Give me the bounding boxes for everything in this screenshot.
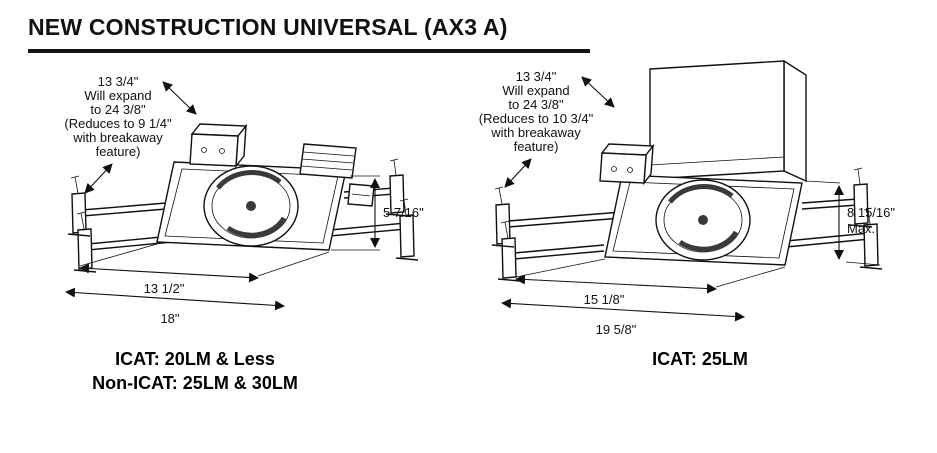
left-aperture <box>203 165 299 247</box>
right-note-line-3: to 24 3/8" <box>508 97 564 112</box>
left-expansion-arrow-lower <box>84 163 113 194</box>
left-note-line-2: Will expand <box>84 88 151 103</box>
left-note-line-1: 13 3/4" <box>98 74 139 89</box>
left-caption-line-1: ICAT: 20LM & Less <box>115 349 275 369</box>
right-note-line-2: Will expand <box>502 83 569 98</box>
right-height-dim-note: Max. <box>847 221 875 236</box>
left-height-dimension: 5 7/16" <box>331 175 424 251</box>
right-hanger-bars <box>507 198 871 260</box>
right-note-line-6: feature) <box>514 139 559 154</box>
left-note-line-6: feature) <box>96 144 141 159</box>
right-mounting-brackets <box>491 167 883 282</box>
right-note-line-1: 13 3/4" <box>516 69 557 84</box>
right-fixture-drawing: 13 3/4" Will expand to 24 3/8" (Reduces … <box>479 59 895 337</box>
right-outer-width-dimension: 19 5/8" <box>501 298 745 337</box>
right-caption: ICAT: 25LM <box>565 348 835 372</box>
left-note-line-3: to 24 3/8" <box>90 102 146 117</box>
left-fixture-drawing: 13 3/4" Will expand to 24 3/8" (Reduces … <box>64 74 424 326</box>
left-note-line-4: (Reduces to 9 1/4" <box>64 116 172 131</box>
left-note-line-5: with breakaway <box>72 130 163 145</box>
title-underline <box>28 49 590 53</box>
left-inner-width-dim-label: 13 1/2" <box>144 281 185 296</box>
right-junction-box <box>599 143 655 186</box>
right-note-line-5: with breakaway <box>490 125 581 140</box>
right-note-line-4: (Reduces to 10 3/4" <box>479 111 594 126</box>
right-aperture <box>655 179 751 261</box>
left-height-dim-label: 5 7/16" <box>383 205 424 220</box>
right-inner-width-dimension: 15 1/8" <box>515 258 786 307</box>
left-inner-width-dimension: 13 1/2" <box>79 243 330 296</box>
right-outer-width-dim-label: 19 5/8" <box>596 322 637 337</box>
right-inner-width-dim-label: 15 1/8" <box>584 292 625 307</box>
page-title: NEW CONSTRUCTION UNIVERSAL (AX3 A) <box>28 14 508 40</box>
left-junction-box <box>189 123 248 169</box>
left-mounting-brackets <box>67 158 419 273</box>
left-expand-note: 13 3/4" Will expand to 24 3/8" (Reduces … <box>64 74 197 194</box>
left-side-clamp <box>347 183 375 207</box>
right-expand-note: 13 3/4" Will expand to 24 3/8" (Reduces … <box>479 69 615 188</box>
left-outer-width-dimension: 18" <box>65 287 285 326</box>
right-height-dimension: 8 15/16" Max. <box>805 180 895 266</box>
right-caption-line-1: ICAT: 25LM <box>652 349 748 369</box>
right-height-dim-label: 8 15/16" <box>847 205 895 220</box>
right-expansion-arrow-lower <box>504 158 532 188</box>
right-plenum-box <box>649 59 807 183</box>
left-caption-line-2: Non-ICAT: 25LM & 30LM <box>92 372 298 393</box>
left-louver-slats <box>299 143 357 179</box>
right-expansion-arrow-upper <box>581 76 615 108</box>
left-expansion-arrow-upper <box>162 81 197 115</box>
left-caption: ICAT: 20LM & Less Non-ICAT: 25LM & 30LM <box>30 348 360 396</box>
left-outer-width-dim-label: 18" <box>160 311 179 326</box>
